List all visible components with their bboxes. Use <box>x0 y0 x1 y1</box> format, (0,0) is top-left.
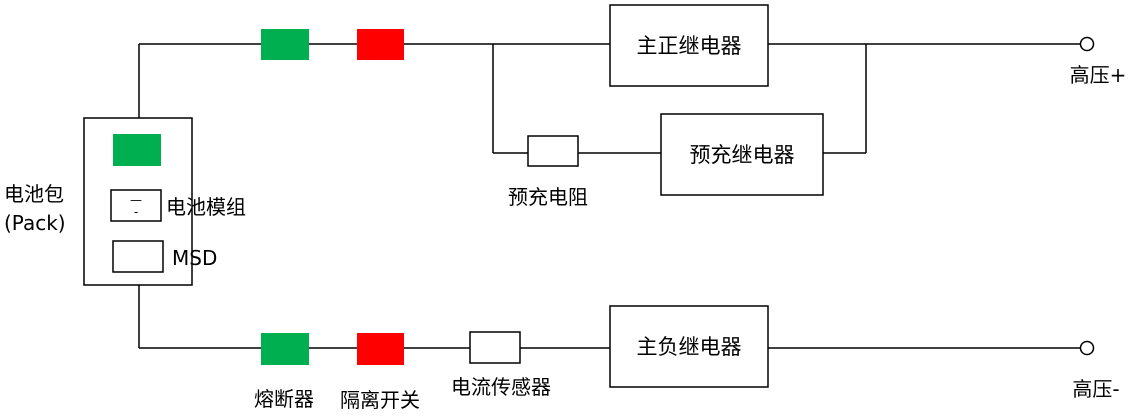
fuse-top <box>261 29 309 60</box>
hv-negative-label: 高压- <box>1072 377 1119 401</box>
battery-module-symbol <box>110 189 162 222</box>
precharge-relay-box <box>660 113 824 196</box>
battery-module-label: 电池模组 <box>166 195 246 219</box>
main-negative-relay-label: 主负继电器 <box>637 335 742 359</box>
isolation-switch-bottom <box>357 333 404 365</box>
msd-box <box>112 240 164 273</box>
battery-module-symbol-bottom: - <box>134 205 138 219</box>
wires <box>138 43 1080 349</box>
isolation-switch-label: 隔离开关 <box>340 388 420 412</box>
hv-negative-terminal <box>1079 340 1095 356</box>
pack-label-line1: 电池包 <box>4 182 64 206</box>
main-negative-relay-box <box>609 305 769 388</box>
precharge-relay-label: 预充继电器 <box>690 143 795 167</box>
battery-pack: — - <box>83 117 193 286</box>
main-negative-relay: 主负继电器 <box>609 305 769 388</box>
battery-module-symbol-top: — <box>130 193 142 207</box>
main-positive-relay-box <box>609 4 769 87</box>
precharge-resistor <box>527 135 579 167</box>
main-positive-relay: 主正继电器 <box>609 4 769 87</box>
hv-positive-label: 高压+ <box>1070 63 1127 87</box>
isolation-switch-top <box>357 29 404 60</box>
precharge-resistor-label: 预充电阻 <box>508 185 588 209</box>
current-sensor-label: 电流传感器 <box>451 375 551 399</box>
hv-positive-terminal <box>1079 36 1095 52</box>
fuse-label: 熔断器 <box>254 387 314 411</box>
pack-label-line2: (Pack) <box>4 211 66 235</box>
msd-label: MSD <box>172 246 217 270</box>
pack-fuse <box>113 134 161 166</box>
precharge-relay: 预充继电器 <box>660 113 824 196</box>
main-positive-relay-label: 主正继电器 <box>637 34 742 58</box>
current-sensor <box>469 331 521 364</box>
fuse-bottom <box>261 333 309 365</box>
